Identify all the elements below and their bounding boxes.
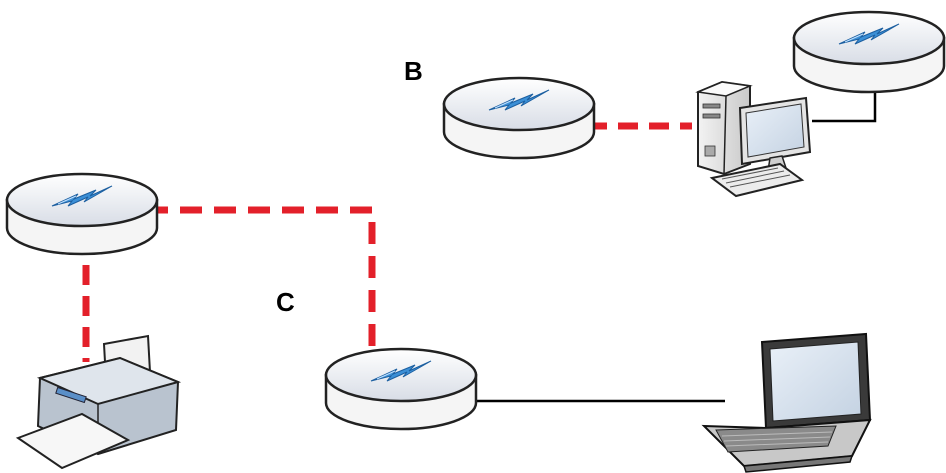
link-left-to-c [146, 206, 376, 350]
label-b: B [404, 56, 423, 86]
powerline-adapter-top-right [792, 10, 946, 94]
powerline-adapter-left [5, 172, 159, 256]
label-c: C [276, 287, 295, 317]
printer-icon [15, 334, 182, 470]
link-desktop-to-top-adapter [812, 86, 877, 123]
powerline-adapter-c [324, 347, 478, 431]
powerline-adapter-b [442, 76, 596, 160]
laptop-icon [701, 332, 872, 473]
desktop-computer-icon [695, 80, 812, 198]
